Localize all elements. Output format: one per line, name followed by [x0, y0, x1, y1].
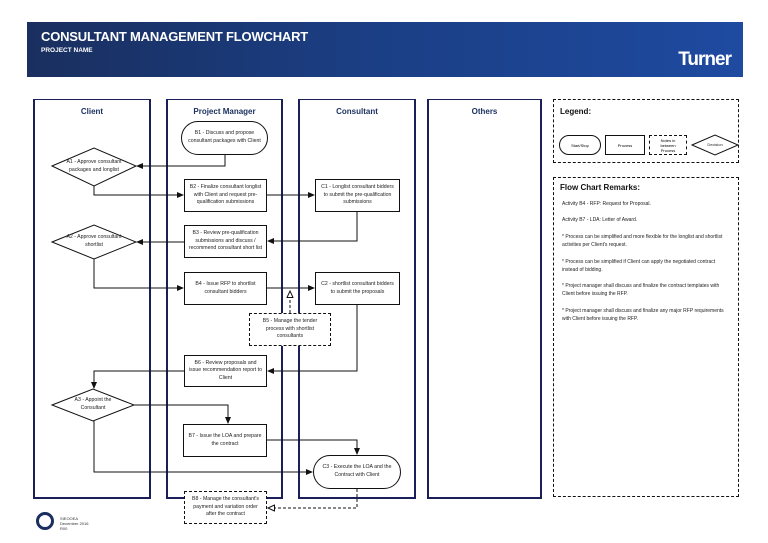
lane-header-project-manager: Project Manager [193, 107, 256, 116]
node-a3: A3 - Appoint the Consultant [74, 397, 112, 411]
legend-decision: Decision [707, 142, 723, 148]
remark-item: Activity B7 - LDA: Letter of Award. [562, 217, 638, 223]
node-b6: B6 - Review proposals and issue recommen… [184, 355, 267, 387]
legend-title: Legend: [560, 107, 592, 116]
remarks-box: Flow Chart Remarks: Activity B4 - RFP: R… [553, 177, 739, 497]
lane-header-others: Others [471, 107, 498, 116]
node-b5: B5 - Manage the tender process with shor… [249, 313, 331, 346]
project-name: PROJECT NAME [41, 47, 93, 54]
node-b4: B4 - Issue RFP to shortlist consultant b… [184, 272, 267, 305]
node-c2: C2 - shortlist consultant bidders to sub… [315, 272, 400, 305]
remark-item: * Project manager shall discuss and fina… [562, 283, 720, 297]
lane-client [33, 99, 151, 499]
footer-date: December 2016 [60, 521, 89, 527]
lane-consultant [298, 99, 416, 499]
arrow-a3-b7 [134, 404, 231, 424]
footer-rev: R00 [60, 526, 68, 532]
node-b3: B3 - Review pre-qualification submission… [184, 225, 267, 258]
node-c3: C3 - Execute the LOA and the Contract wi… [313, 455, 401, 489]
diamond-a2 [50, 224, 138, 260]
node-b1: B1 - Discuss and propose consultant pack… [181, 121, 268, 155]
node-a1: A1 - Approve consultant packages and lon… [66, 159, 122, 173]
lane-header-consultant: Consultant [336, 107, 378, 116]
arrow-a1-b2 [93, 186, 184, 198]
arrow-b7-c3 [267, 439, 360, 455]
arrow-c1-b3 [267, 212, 358, 244]
legend-start-stop: Start/Stop [559, 135, 601, 155]
remarks-title: Flow Chart Remarks: [560, 183, 641, 192]
arrow-b1-a1 [136, 155, 226, 169]
legend-box: Legend: [553, 99, 739, 163]
page-title: CONSULTANT MANAGEMENT FLOWCHART [41, 29, 309, 44]
arrow-a2-b4 [93, 259, 184, 291]
legend-process: Process [605, 135, 645, 155]
remark-item: Activity B4 - RFP: Request for Proposal. [562, 201, 651, 207]
node-b2: B2 - Finalize consultant longlist with C… [184, 179, 267, 212]
node-a2: A2 - Approve consultant shortlist [66, 234, 122, 248]
diamond-a1 [50, 147, 138, 187]
node-b7: B7 - Issue the LOA and prepare the contr… [183, 424, 267, 457]
arrow-a3-c3 [93, 421, 313, 475]
footer-logo-icon [36, 512, 54, 530]
legend-notes: Notes in between Process [649, 135, 687, 155]
header-banner: CONSULTANT MANAGEMENT FLOWCHART PROJECT … [27, 22, 743, 77]
arrow-b6-a3 [91, 370, 184, 389]
footer-info: SIEOOEA December 2016 R00 [60, 516, 88, 532]
lane-header-client: Client [80, 107, 104, 116]
remark-item: * Project manager shall discuss and fina… [562, 308, 724, 322]
diamond-a3 [50, 388, 136, 422]
node-b8: B8 - Manage the consultant's payment and… [184, 491, 267, 524]
arrow-c2-b6 [267, 305, 358, 374]
remark-item: * Process can be simplified and more fle… [562, 234, 723, 248]
remark-item: * Process can be simplified if Client ca… [562, 259, 716, 273]
arrow-c3-b8 [268, 489, 358, 508]
node-c1: C1 - Longlist consultant bidders to subm… [315, 179, 400, 212]
turner-logo: Turner [678, 49, 732, 70]
lane-others [427, 99, 542, 499]
footer-code: SIEOOEA [60, 516, 79, 521]
